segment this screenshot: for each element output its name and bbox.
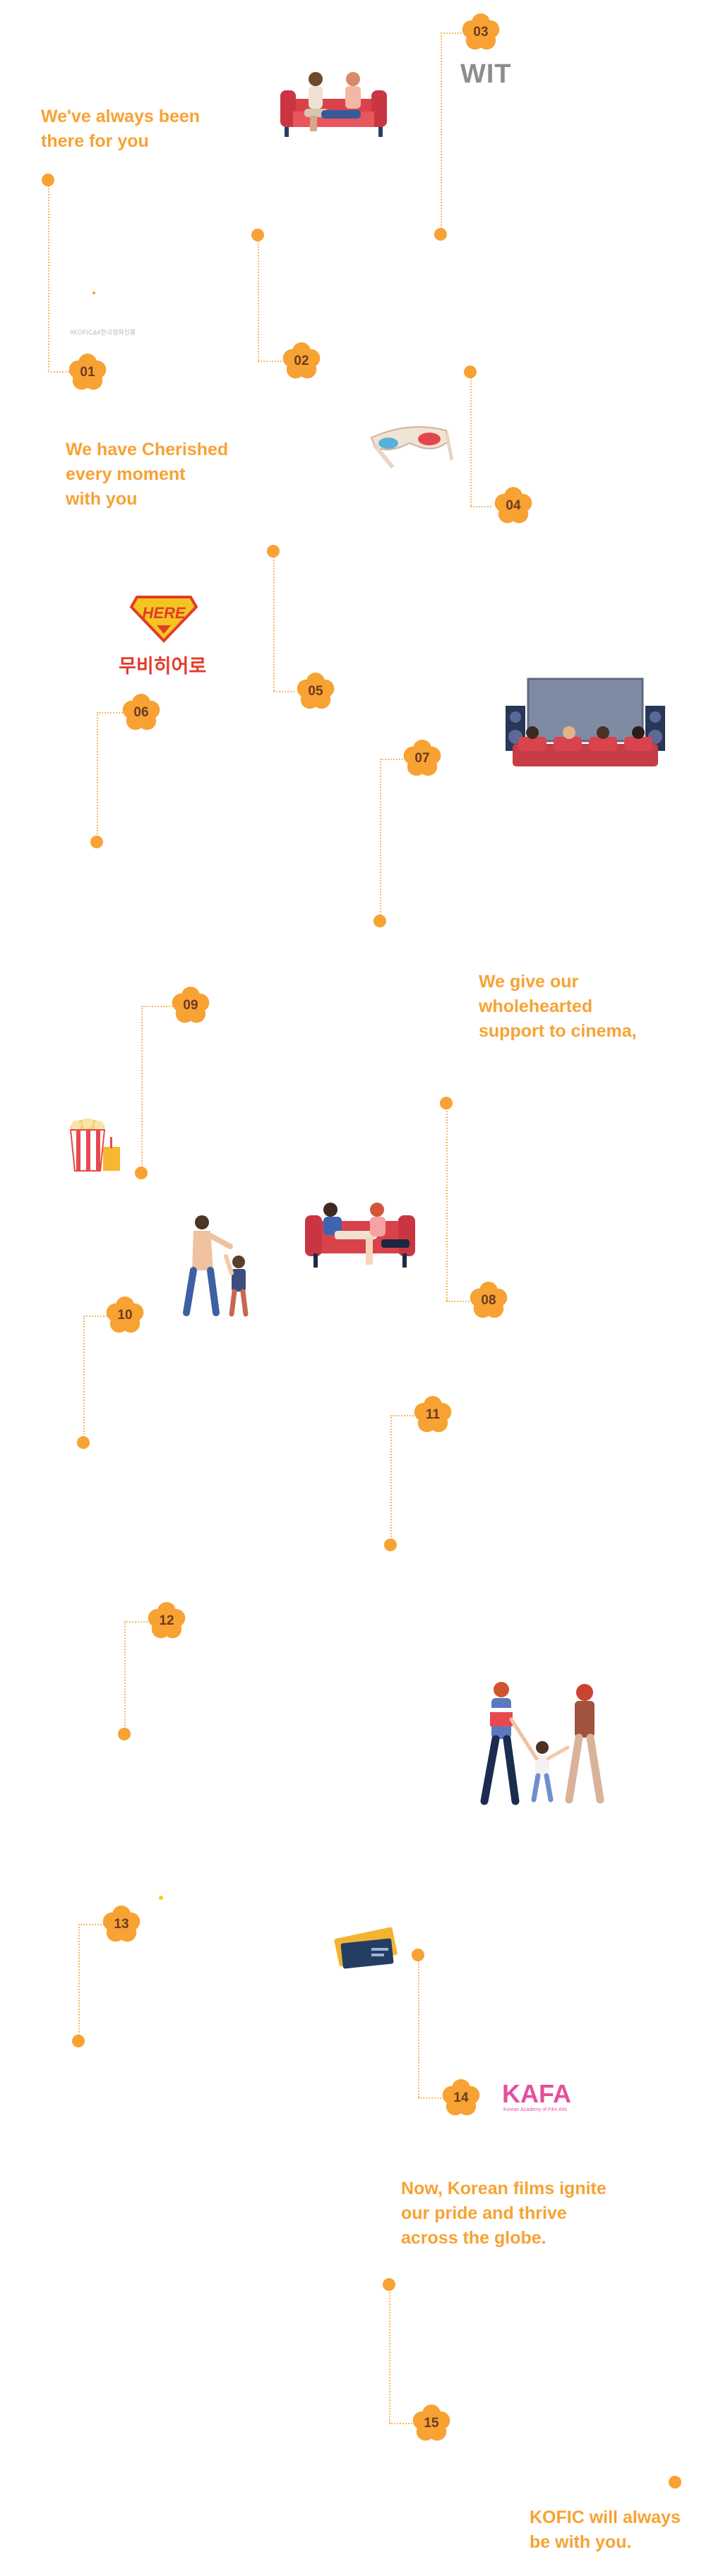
timeline-dot	[90, 836, 103, 848]
movie-tickets-icon	[332, 1925, 402, 1972]
flower-badge-icon	[462, 13, 500, 50]
flower-badge-icon	[148, 1602, 186, 1639]
headline-cherished: We have Cherished every moment with you	[66, 440, 229, 509]
headline-kofic: KOFIC will always be with you.	[530, 2508, 681, 2552]
milestone-number: 05	[308, 684, 323, 699]
movie-hero-korean-text: 무비히어로	[119, 656, 207, 678]
timeline-dot	[42, 174, 54, 186]
milestone-badge-02: 02	[280, 340, 323, 383]
flower-badge-icon	[442, 2079, 480, 2116]
milestone-badge-13: 13	[100, 1903, 143, 1946]
headline-always-been: We've always been there for you	[41, 107, 201, 151]
timeline-dot	[251, 229, 264, 241]
headline-wholehearted: We give our wholehearted support to cine…	[479, 972, 637, 1041]
flower-badge-icon	[68, 354, 107, 390]
timeline-dot	[412, 1949, 424, 1961]
flower-badge-icon	[412, 2405, 450, 2441]
timeline-dot	[669, 2476, 681, 2488]
headline-korean-films: Now, Korean films ignite our pride and t…	[401, 2179, 607, 2248]
milestone-number: 13	[114, 1917, 129, 1932]
small-dot	[92, 291, 95, 294]
timeline-dot	[464, 366, 477, 378]
milestone-badge-07: 07	[401, 738, 443, 780]
couch-couple-icon	[279, 69, 388, 141]
flower-badge-icon	[282, 342, 321, 379]
milestone-number: 10	[117, 1308, 133, 1323]
couch-family-icon	[304, 1200, 417, 1272]
hero-badge-text: HERE	[142, 604, 186, 622]
milestone-badge-11: 11	[412, 1394, 454, 1436]
milestone-number: 15	[424, 2416, 439, 2431]
milestone-badge-01: 01	[66, 351, 109, 394]
milestone-number: 01	[80, 365, 95, 380]
movie-hero-logo: HERE	[129, 594, 198, 651]
cinema-screen-icon	[504, 678, 667, 768]
milestone-number: 03	[473, 25, 489, 40]
milestone-badge-09: 09	[169, 985, 212, 1027]
kafa-logo-subtitle: Korean Academy of Film Arts	[503, 2107, 568, 2112]
milestone-badge-06: 06	[120, 692, 162, 734]
milestone-number: 11	[425, 1407, 441, 1422]
milestone-badge-12: 12	[145, 1600, 188, 1642]
milestone-badge-10: 10	[104, 1294, 146, 1337]
timeline-dot	[374, 915, 386, 927]
flower-badge-icon	[297, 673, 335, 709]
timeline-dot	[72, 2035, 85, 2047]
milestone-badge-03: 03	[460, 11, 502, 54]
flower-badge-icon	[122, 694, 160, 730]
walking-family-icon	[469, 1680, 617, 1807]
milestone-badge-14: 14	[440, 2077, 482, 2119]
timeline-dot	[135, 1167, 148, 1179]
milestone-number: 14	[453, 2090, 469, 2105]
milestone-number: 07	[414, 751, 430, 766]
kafa-logo: KAFA	[502, 2079, 571, 2108]
flower-badge-icon	[494, 487, 532, 524]
timeline-dot	[383, 2278, 395, 2291]
flower-badge-icon	[414, 1396, 452, 1433]
timeline-dot	[118, 1728, 131, 1740]
timeline-dot	[384, 1539, 397, 1551]
milestone-number: 04	[506, 498, 521, 513]
3d-glasses-icon	[367, 416, 454, 470]
small-dot	[159, 1896, 163, 1900]
milestone-number: 02	[294, 354, 309, 368]
timeline-dot	[434, 228, 447, 241]
milestone-badge-05: 05	[294, 670, 337, 713]
flower-badge-icon	[403, 740, 441, 776]
timeline-dot	[77, 1436, 90, 1449]
milestone-badge-04: 04	[492, 485, 534, 527]
milestone-number: 12	[159, 1613, 174, 1628]
milestone-number: 06	[133, 705, 149, 720]
timeline-dot	[267, 545, 280, 558]
milestone-number: 09	[183, 998, 198, 1013]
popcorn-icon	[68, 1117, 124, 1172]
flower-badge-icon	[102, 1906, 141, 1942]
milestone-number: 08	[481, 1293, 496, 1308]
milestone-badge-08: 08	[467, 1280, 510, 1322]
timeline-dot	[440, 1097, 453, 1109]
flower-badge-icon	[106, 1296, 144, 1333]
milestone-badge-15: 15	[410, 2402, 453, 2445]
flower-badge-icon	[172, 987, 210, 1023]
father-child-icon	[169, 1214, 254, 1318]
tiny-caption: #KOFIC&#한국영화진흥	[70, 329, 136, 336]
wit-logo: WIT	[460, 59, 512, 89]
flower-badge-icon	[470, 1282, 508, 1318]
